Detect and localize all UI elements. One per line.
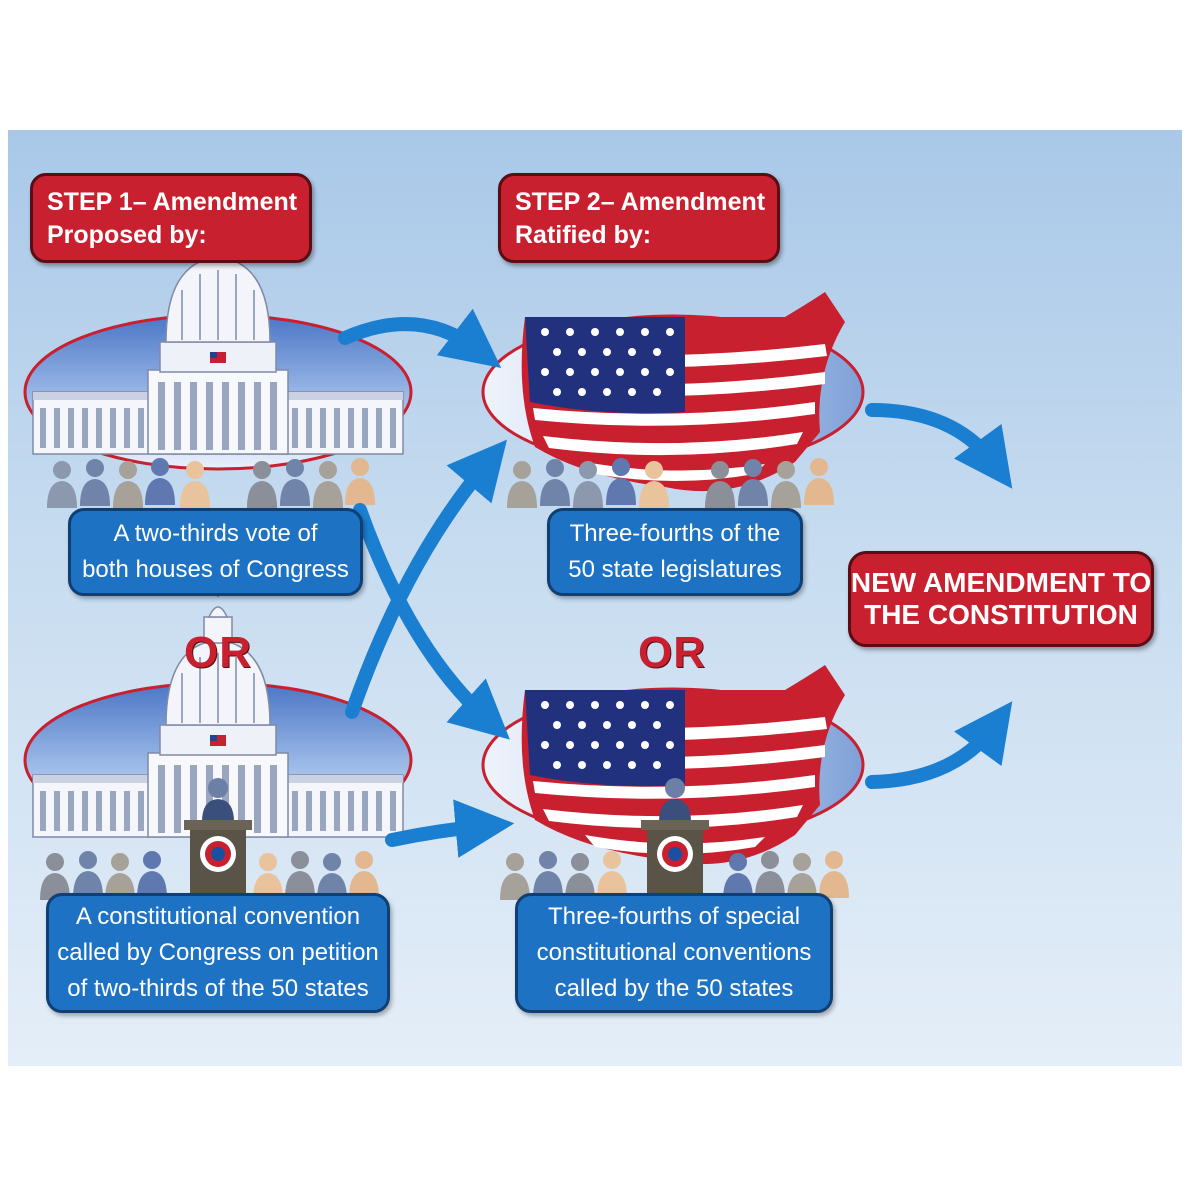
caption-line: called by the 50 states [554, 975, 794, 1002]
caption-line: Three-fourths of special [547, 903, 801, 930]
step1-header: STEP 1– Amendment Proposed by: [30, 173, 312, 263]
step1-line2: Proposed by: [47, 221, 207, 249]
caption-line: A two-thirds vote of [113, 520, 318, 547]
arrow-icon [385, 799, 515, 858]
caption-legislatures: Three-fourths of the 50 state legislatur… [547, 508, 803, 596]
arrow-icon [353, 503, 510, 740]
new-amendment-box: NEW AMENDMENT TO THE CONSTITUTION [848, 551, 1154, 647]
arrow-icon [345, 439, 507, 719]
caption-special-conventions: Three-fourths of special constitutional … [515, 893, 833, 1013]
us-flag-map-icon [521, 292, 845, 492]
arrow-icon [338, 308, 502, 369]
step2-header: STEP 2– Amendment Ratified by: [498, 173, 780, 263]
caption-constitutional-convention: A constitutional convention called by Co… [46, 893, 390, 1013]
caption-line: Three-fourths of the [569, 520, 781, 547]
caption-congress-vote: A two-thirds vote of both houses of Cong… [68, 508, 363, 596]
step2-line1: STEP 2– Amendment [515, 188, 766, 216]
arrow-icon [865, 701, 1013, 789]
final-line: NEW AMENDMENT TO [850, 567, 1152, 598]
or-label-left: OR [184, 628, 252, 677]
arrow-icon [865, 403, 1013, 489]
caption-line: 50 state legislatures [568, 556, 782, 583]
or-label-right: OR [638, 628, 706, 677]
step2-line2: Ratified by: [515, 221, 652, 249]
caption-line: constitutional conventions [536, 939, 812, 966]
caption-line: both houses of Congress [82, 556, 349, 583]
caption-line: of two-thirds of the 50 states [67, 975, 369, 1002]
caption-line: called by Congress on petition [57, 939, 379, 966]
step1-line1: STEP 1– Amendment [47, 188, 298, 216]
arrow-group [338, 308, 1013, 858]
final-line: THE CONSTITUTION [864, 599, 1138, 630]
caption-line: A constitutional convention [75, 903, 361, 930]
